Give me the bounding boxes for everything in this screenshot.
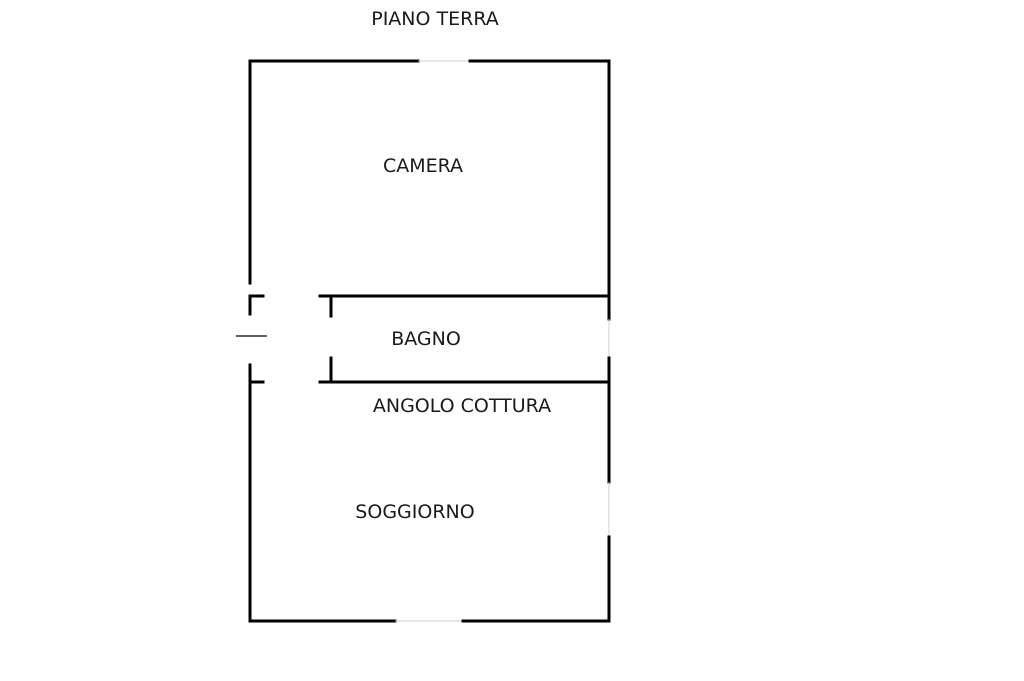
floor-title: PIANO TERRA <box>371 8 499 30</box>
outer-walls <box>248 59 611 623</box>
room-label-bagno: BAGNO <box>391 328 461 350</box>
room-label-angolo-cottura: ANGOLO COTTURA <box>373 395 551 417</box>
interior-walls <box>236 294 611 384</box>
room-label-camera: CAMERA <box>383 155 463 177</box>
room-label-soggiorno: SOGGIORNO <box>355 501 474 523</box>
